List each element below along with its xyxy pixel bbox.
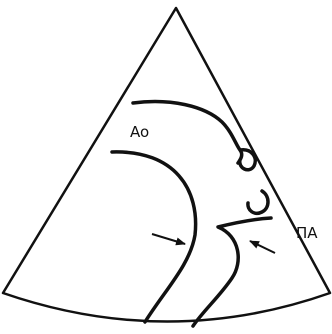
left-arrow: [152, 234, 185, 244]
label-ao: Ao: [130, 123, 149, 141]
upper-vessel-wall: [133, 102, 255, 170]
right-arrow: [250, 241, 275, 253]
pa-wall-loop: [248, 191, 268, 213]
aortic-wall: [112, 152, 196, 322]
label-pa: ПА: [296, 224, 318, 242]
pa-root-wall: [193, 218, 271, 326]
